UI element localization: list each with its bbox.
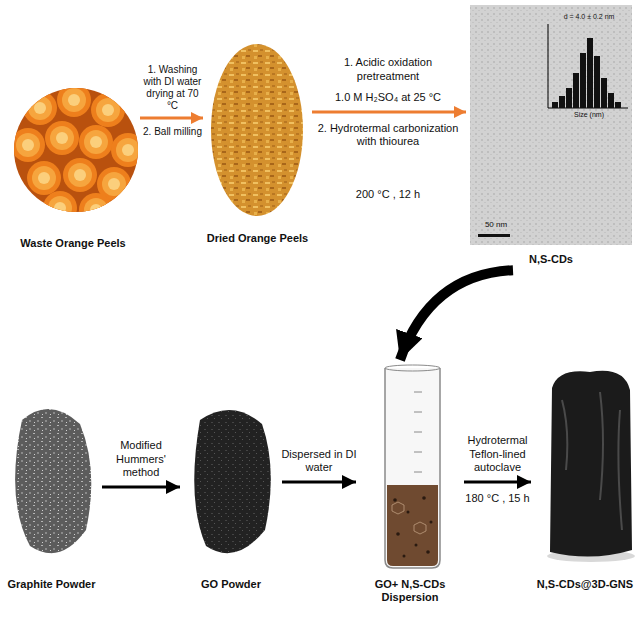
graphene-sheet: [392, 502, 426, 534]
condition-label: 200 °C , 12 h: [314, 188, 462, 201]
particle: [396, 532, 400, 536]
process-arrow: [312, 111, 466, 114]
go-powder-photo: [194, 410, 271, 553]
orange-slice: [23, 91, 57, 125]
step-label: Modified Hummers' method: [100, 439, 182, 479]
process-arrow: [400, 270, 513, 360]
tem-image: [470, 5, 632, 245]
condition-label: 2. Ball milling: [140, 126, 205, 138]
aerogel-body: [550, 371, 632, 557]
process-arrow: [464, 481, 531, 484]
step-label: Hydrotermal Teflon-lined autoclave: [462, 434, 533, 474]
particle: [430, 521, 433, 524]
beaker-ticks: [414, 392, 422, 472]
orange-slice: [111, 133, 145, 167]
panel-caption: Dried Orange Peels: [205, 232, 310, 245]
orange-slice: [79, 125, 113, 159]
orange-slice: [43, 191, 77, 225]
condition-label: Size (nm): [548, 111, 630, 119]
process-arrow: [140, 117, 203, 120]
orange-peels-photo: [10, 83, 145, 227]
orange-slice: [45, 121, 79, 155]
dried-peels-photo: [211, 44, 303, 216]
bar: [587, 38, 593, 108]
orange-slice: [27, 161, 61, 195]
process-arrow: [102, 486, 180, 489]
orange-slice: [57, 83, 91, 117]
step-label: Dispersed in DI water: [280, 448, 358, 474]
tick: [414, 452, 422, 453]
particle: [407, 511, 410, 514]
histogram-bars: [552, 38, 621, 108]
scale-bar: [478, 234, 510, 237]
image-panel: Dried Orange Peels: [205, 40, 310, 245]
particle: [393, 498, 397, 502]
bar: [615, 102, 621, 108]
tick: [414, 412, 422, 413]
orange-slice: [63, 158, 97, 192]
step-label: 1. Washing with DI water drying at 70 °C: [140, 64, 205, 112]
step-label: 1. Acidic oxidation pretreatment: [314, 56, 462, 82]
beaker-wall: [385, 368, 440, 568]
image-panel: N,S-CDs@3D-GNS: [533, 365, 637, 591]
dispersion-liquid: [387, 485, 438, 566]
process-arrow: [282, 481, 356, 484]
tick: [414, 472, 422, 473]
condition-label: 180 °C , 15 h: [462, 492, 533, 505]
bar: [608, 93, 614, 108]
image-panel: GO+ N,S-CDs Dispersion: [358, 362, 462, 604]
condition-label: 50 nm: [474, 220, 518, 230]
bar: [580, 53, 586, 108]
image-panel: Waste Orange Peels: [8, 85, 138, 250]
bar: [573, 73, 579, 108]
panel-caption: N,S-CDs: [468, 253, 634, 266]
tem-ground: [470, 5, 632, 245]
panel-caption: Waste Orange Peels: [8, 237, 138, 250]
image-panel: GO Powder: [182, 390, 280, 591]
panel-caption: GO Powder: [182, 578, 280, 591]
orange-slice: [91, 93, 125, 127]
tick: [414, 432, 422, 433]
particle: [415, 544, 418, 547]
orange-slice: [79, 193, 113, 227]
bar: [559, 96, 565, 108]
bar: [566, 88, 572, 108]
beaker-rim: [385, 365, 440, 371]
condition-label: 1.0 M H₂SO₄ at 25 °C: [314, 91, 462, 104]
bar: [552, 102, 558, 108]
beaker: [385, 365, 440, 568]
tick: [414, 392, 422, 393]
panel-caption: Graphite Powder: [3, 578, 100, 591]
panel-caption: N,S-CDs@3D-GNS: [533, 578, 637, 591]
orange-slice: [11, 128, 45, 162]
bar: [601, 78, 607, 108]
particle: [422, 496, 426, 500]
particle: [403, 555, 406, 558]
condition-label: 2. Hydrotermal carbonization with thiour…: [314, 122, 462, 148]
bar: [594, 56, 600, 108]
aerogel-photo: [547, 371, 635, 562]
aerogel-highlight: [562, 392, 622, 530]
image-panel: Graphite Powder: [3, 390, 100, 591]
graphite-photo: [15, 409, 91, 553]
particle: [426, 550, 430, 554]
condition-label: d = 4.0 ± 0.2 nm: [548, 13, 630, 21]
panel-caption: GO+ N,S-CDs Dispersion: [358, 578, 462, 604]
histogram-axes: [548, 24, 628, 108]
dispersed-sheets: [393, 496, 432, 557]
